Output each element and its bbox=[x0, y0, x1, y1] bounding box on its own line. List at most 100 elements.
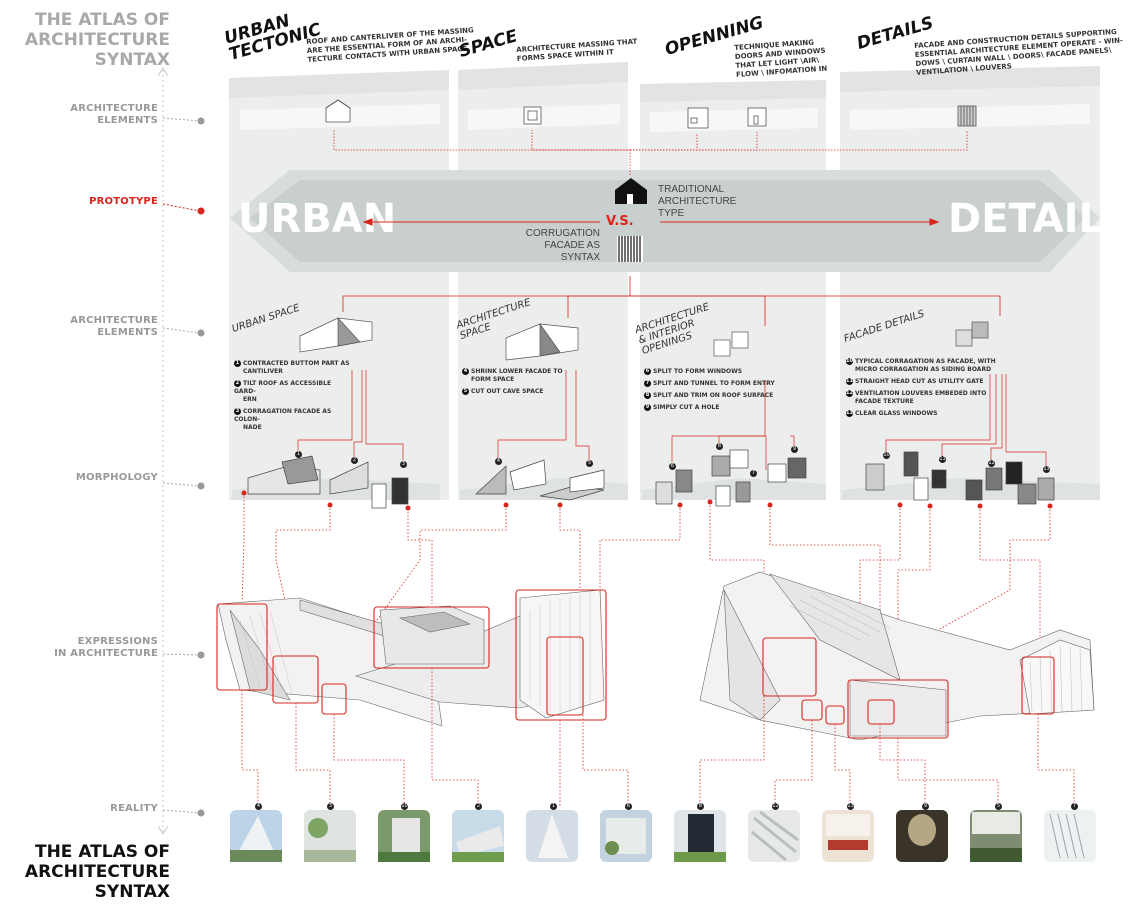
item-number-badge: 1 bbox=[234, 360, 241, 367]
item-text: CUT OUT CAVE SPACE bbox=[471, 388, 544, 395]
photo-thumbnail bbox=[452, 810, 504, 862]
item-number-badge: 13 bbox=[846, 410, 853, 417]
title-line: ARCHITECTURE bbox=[24, 862, 170, 882]
prototype-word-urban: URBAN bbox=[238, 196, 397, 242]
openings-wireframe bbox=[713, 331, 749, 357]
architecture-space-wireframe bbox=[505, 322, 579, 361]
prototype-vs: V.S. bbox=[606, 214, 634, 229]
row-label-expressions: EXPRESSIONS IN ARCHITECTURE bbox=[0, 636, 158, 660]
reality-badge: 3 bbox=[327, 803, 334, 810]
reality-badge: 13 bbox=[847, 803, 854, 810]
morph-badge: 1 bbox=[295, 451, 302, 458]
row-label-line: ELEMENTS bbox=[97, 115, 158, 126]
item-number-badge: 2 bbox=[234, 380, 241, 387]
morph-badge: 7 bbox=[750, 470, 757, 477]
photo-thumbnail bbox=[304, 810, 356, 862]
morph-badge: 12 bbox=[988, 460, 995, 467]
title-line: THE ATLAS OF bbox=[34, 842, 170, 862]
morph-badge: 11 bbox=[939, 456, 946, 463]
photo-thumbnail bbox=[748, 810, 800, 862]
reality-badge: 6 bbox=[625, 803, 632, 810]
photo-thumbnail bbox=[600, 810, 652, 862]
item-text: FORM SPACE bbox=[471, 376, 515, 383]
prototype-text-line: TRADITIONAL bbox=[658, 184, 725, 195]
photo-thumbnail bbox=[230, 810, 282, 862]
atlas-title-bottom: THE ATLAS OF ARCHITECTURE SYNTAX bbox=[0, 842, 170, 902]
row-label-prototype: PROTOTYPE bbox=[89, 196, 158, 207]
item-text: NADE bbox=[243, 424, 262, 431]
item-text: FACADE TEXTURE bbox=[855, 398, 914, 405]
item-text: SHRINK LOWER FACADE TO bbox=[471, 368, 563, 375]
item-number-badge: 11 bbox=[846, 378, 853, 385]
prototype-text-line: SYNTAX bbox=[560, 252, 600, 263]
item-number-badge: 5 bbox=[462, 388, 469, 395]
photo-thumbnail bbox=[674, 810, 726, 862]
morph-badge: 6 bbox=[669, 463, 676, 470]
prototype-text-line: CORRUGATION bbox=[525, 228, 600, 239]
item-text: SPLIT TO FORM WINDOWS bbox=[653, 368, 743, 375]
item-number-badge: 12 bbox=[846, 390, 853, 397]
item-text: CONTRACTED BUTTOM PART AS bbox=[243, 360, 350, 367]
item-number-badge: 6 bbox=[644, 368, 651, 375]
photo-thumbnail bbox=[378, 810, 430, 862]
facade-wireframe bbox=[955, 321, 989, 347]
item-number-badge: 8 bbox=[644, 392, 651, 399]
item-text: CORRAGATION FACADE AS COLON- bbox=[234, 408, 332, 423]
row-label-architecture-elements: ARCHITECTURE ELEMENTS bbox=[0, 103, 158, 127]
item-text: VENTILATION LOUVERS EMBEDED INTO bbox=[855, 390, 987, 397]
item-text: SPLIT AND TUNNEL TO FORM ENTRY bbox=[653, 380, 775, 387]
row-label-line: ELEMENTS bbox=[97, 327, 158, 338]
item-number-badge: 4 bbox=[462, 368, 469, 375]
prototype-text-line: TYPE bbox=[658, 208, 685, 219]
row-label-line: ARCHITECTURE bbox=[70, 315, 158, 326]
photo-thumbnail bbox=[822, 810, 874, 862]
morph-badge: 2 bbox=[351, 457, 358, 464]
title-line: THE ATLAS OF bbox=[34, 10, 170, 30]
item-text: CLEAR GLASS WINDOWS bbox=[855, 410, 938, 417]
morph-badge: 4 bbox=[495, 458, 502, 465]
item-number-badge: 9 bbox=[644, 404, 651, 411]
item-text: SIMPLY CUT A HOLE bbox=[653, 404, 720, 411]
row-label-line: EXPRESSIONS bbox=[77, 636, 158, 647]
reality-badge: 5 bbox=[995, 803, 1002, 810]
prototype-text-line: FACADE AS bbox=[544, 240, 600, 251]
photo-thumbnail bbox=[896, 810, 948, 862]
traditional-house-icon bbox=[615, 178, 647, 204]
row-label-morphology: MORPHOLOGY bbox=[75, 472, 158, 483]
reality-badge: 4 bbox=[255, 803, 262, 810]
morph-badge: 9 bbox=[791, 446, 798, 453]
photo-thumbnail bbox=[1044, 810, 1096, 862]
row-label-architecture-elements-2: ARCHITECTURE ELEMENTS bbox=[0, 315, 158, 339]
item-text: CANTILIVER bbox=[243, 368, 283, 375]
row-label-reality: REALITY bbox=[110, 803, 158, 814]
door-cube-icon bbox=[747, 107, 767, 127]
item-text: TILT ROOF AS ACCESSIBLE GARD- bbox=[234, 380, 332, 395]
item-number-badge: 3 bbox=[234, 408, 241, 415]
title-line: SYNTAX bbox=[94, 50, 170, 70]
row-label-line: IN ARCHITECTURE bbox=[54, 648, 158, 659]
reality-badge: 10 bbox=[401, 803, 408, 810]
cube-outline-icon bbox=[523, 106, 542, 125]
item-text: STRAIGHT HEAD CUT AS UTILITY GATE bbox=[855, 378, 984, 385]
